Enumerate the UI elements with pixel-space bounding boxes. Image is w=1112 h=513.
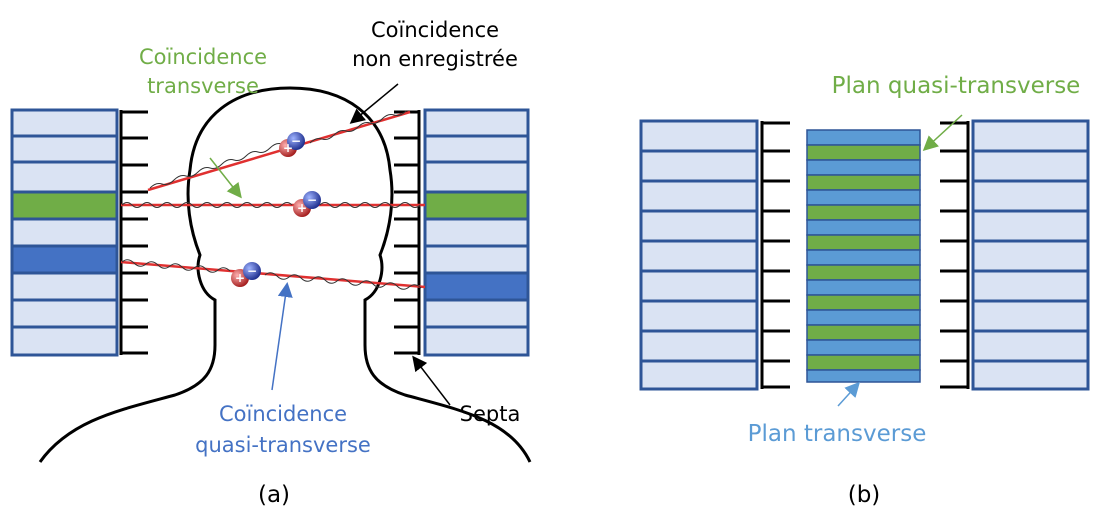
head-silhouette xyxy=(38,86,532,463)
svg-text:+: + xyxy=(283,141,293,155)
label-quasi-l1: Coïncidence xyxy=(219,402,347,426)
label-transverse-l2: transverse xyxy=(147,74,259,98)
caption-a: (a) xyxy=(258,482,290,508)
label-not-recorded-l2: non enregistrée xyxy=(352,47,518,71)
b-left-detector-column xyxy=(639,119,759,391)
arrow-septa xyxy=(412,355,451,406)
panel-a: + − + − + − Coïncidence transverse Coïnc… xyxy=(10,18,532,508)
panel-b: Plan quasi-transverse Plan transverse (b… xyxy=(639,73,1090,508)
svg-text:−: − xyxy=(247,264,257,278)
arrow-quasi xyxy=(271,282,293,391)
svg-text:−: − xyxy=(307,193,317,207)
label-quasi-l2: quasi-transverse xyxy=(195,433,371,457)
arrow-transverse xyxy=(209,157,242,199)
b-right-detector-column xyxy=(971,119,1090,391)
label-not-recorded-l1: Coïncidence xyxy=(371,18,499,42)
left-septa xyxy=(119,110,148,355)
label-transverse-plane: Plan transverse xyxy=(748,421,927,447)
caption-b: (b) xyxy=(848,482,881,508)
annihilation-pair-bottom: + − xyxy=(231,262,261,287)
b-plane-stack xyxy=(806,129,921,383)
arrow-quasi-plane xyxy=(922,114,963,152)
label-septa: Septa xyxy=(460,402,521,426)
label-quasi-plane: Plan quasi-transverse xyxy=(832,73,1081,99)
arrow-not-recorded xyxy=(349,83,399,124)
b-right-septa xyxy=(940,121,970,389)
label-transverse-l1: Coïncidence xyxy=(139,45,267,69)
photon-waves xyxy=(121,110,422,290)
right-septa xyxy=(394,110,421,355)
svg-text:+: + xyxy=(297,201,307,215)
arrow-transverse-plane xyxy=(837,381,861,407)
photon-not-recorded xyxy=(147,110,411,192)
svg-text:+: + xyxy=(235,271,245,285)
left-detector-column xyxy=(10,108,119,357)
photon-lines xyxy=(120,110,426,289)
photon-quasi xyxy=(120,260,426,289)
annihilation-pair-middle: + − xyxy=(293,191,321,217)
annihilation-pair-top: + − xyxy=(279,132,305,157)
right-detector-column xyxy=(423,108,530,357)
b-left-septa xyxy=(760,121,790,389)
svg-text:−: − xyxy=(291,134,301,148)
